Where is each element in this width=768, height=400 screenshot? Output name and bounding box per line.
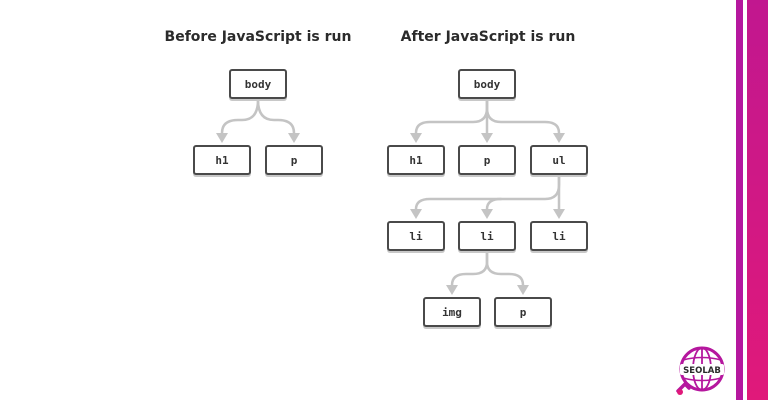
node-img: img <box>423 297 481 327</box>
connector-li-img <box>450 250 489 287</box>
arrowhead-li1 <box>410 209 422 219</box>
decorative-band <box>728 0 736 400</box>
arrowhead-right-p <box>481 133 493 143</box>
node-li-1: li <box>387 221 445 251</box>
arrowhead-li2 <box>481 209 493 219</box>
after-js-heading: After JavaScript is run <box>400 29 576 45</box>
globe-logo-icon: SEOLAB <box>676 346 725 395</box>
arrowhead-li3 <box>553 209 565 219</box>
node-li-3: li <box>530 221 588 251</box>
node-ul: ul <box>530 145 588 175</box>
node-p-before: p <box>265 145 323 175</box>
decorative-stripe-magenta <box>736 0 743 400</box>
node-li-2: li <box>458 221 516 251</box>
node-p-after: p <box>458 145 516 175</box>
logo-text: SEOLAB <box>683 366 721 376</box>
connector-body-ul <box>485 98 561 135</box>
connector-li-p <box>485 250 525 287</box>
arrowhead-p2 <box>517 285 529 295</box>
node-h1-before: h1 <box>193 145 251 175</box>
connector-ul-li2 <box>485 197 503 211</box>
node-body-after: body <box>458 69 516 99</box>
node-p-child: p <box>494 297 552 327</box>
connector-body-h1 <box>220 98 260 135</box>
before-js-heading: Before JavaScript is run <box>164 29 352 45</box>
connector-body-p <box>256 98 296 135</box>
connector-body-h1-right <box>414 98 489 135</box>
arrowhead-left-p <box>288 133 300 143</box>
decorative-gap <box>743 0 747 400</box>
connector-ul-li1 <box>414 175 561 211</box>
arrowhead-img <box>446 285 458 295</box>
node-h1-after: h1 <box>387 145 445 175</box>
decorative-stripe-pink <box>747 0 768 400</box>
arrowhead-left-h1 <box>216 133 228 143</box>
arrowhead-right-h1 <box>410 133 422 143</box>
arrowhead-right-ul <box>553 133 565 143</box>
node-body-before: body <box>229 69 287 99</box>
